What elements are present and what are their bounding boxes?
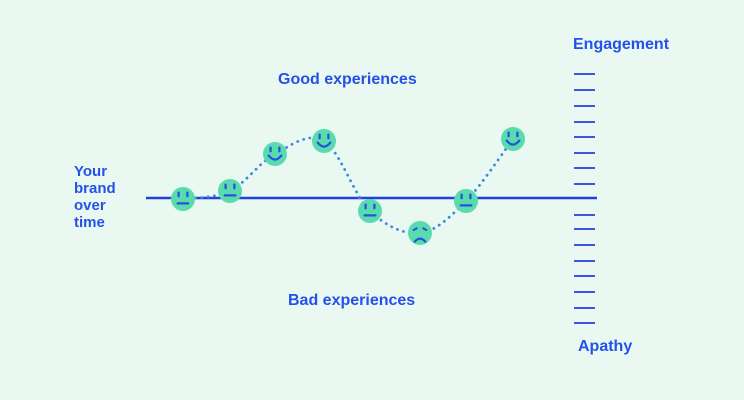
sad-right-eye [422, 227, 428, 232]
bad-experiences-label: Bad experiences [288, 292, 416, 309]
smile-mouth [267, 154, 283, 161]
sad-left-eye [412, 227, 418, 232]
face-happy [312, 129, 336, 153]
face-circle [501, 127, 525, 151]
brand-label-line: over [74, 197, 106, 214]
brand-label-line: brand [74, 180, 116, 197]
face-circle [408, 221, 432, 245]
face-circle [312, 129, 336, 153]
face-circle [263, 142, 287, 166]
smile-mouth [316, 141, 332, 148]
face-circle [454, 189, 478, 213]
smile-mouth [505, 139, 521, 146]
face-happy [263, 142, 287, 166]
face-circle [171, 187, 195, 211]
brand-over-time-label: Your brand over time [74, 163, 116, 231]
face-circle [218, 179, 242, 203]
face-circle [358, 199, 382, 223]
face-happy [501, 127, 525, 151]
brand-label-line: time [74, 214, 105, 231]
face-neutral [171, 187, 195, 211]
frown-mouth [413, 237, 427, 243]
engagement-label: Engagement [573, 36, 670, 53]
apathy-label: Apathy [578, 338, 633, 355]
face-sad [408, 221, 432, 245]
good-experiences-label: Good experiences [278, 71, 417, 88]
face-neutral [218, 179, 242, 203]
brand-label-line: Your [74, 163, 108, 180]
face-neutral [454, 189, 478, 213]
face-neutral [358, 199, 382, 223]
